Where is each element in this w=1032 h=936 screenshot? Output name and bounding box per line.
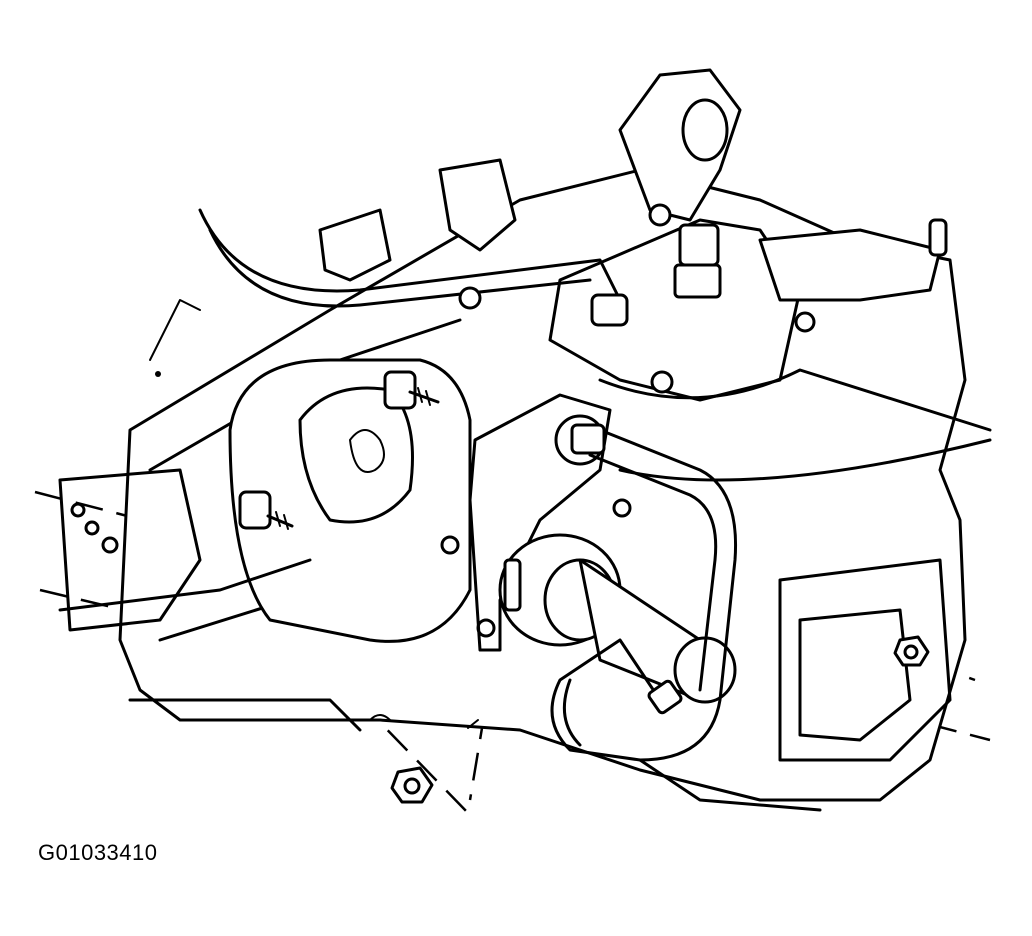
fasteners <box>238 203 930 804</box>
detail-marks <box>149 299 479 729</box>
hydraulic-clutch-line <box>550 428 738 762</box>
wiring-harness <box>58 208 992 612</box>
clutch-slave-cylinder <box>498 533 737 704</box>
right-nut <box>893 635 930 667</box>
line-fitting <box>570 423 606 455</box>
lower-nut <box>390 766 434 804</box>
upper-bolt <box>383 370 440 410</box>
figure-id-label: G01033410 <box>38 840 158 865</box>
bellhousing <box>58 358 472 643</box>
shifter-assembly <box>318 68 948 402</box>
left-bolt <box>238 490 294 530</box>
